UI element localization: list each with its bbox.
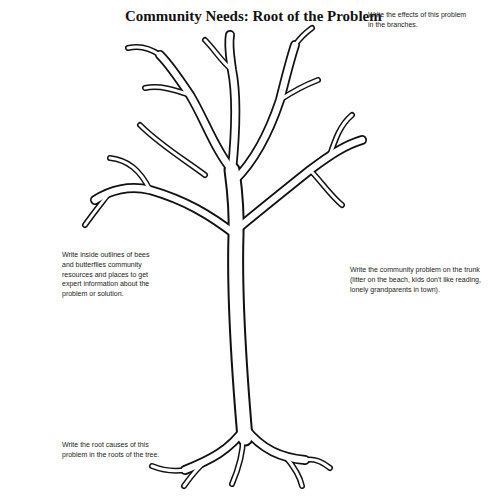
instruction-note: Write the effects of this problem in the… — [368, 10, 473, 30]
title: Community Needs: Root of the Problem — [125, 8, 382, 25]
instruction-note: Write the root causes of this problem in… — [62, 440, 160, 460]
instruction-note: Write the community problem on the trunk… — [350, 265, 490, 294]
instruction-note: Write inside outlines of bees and butter… — [62, 250, 160, 299]
